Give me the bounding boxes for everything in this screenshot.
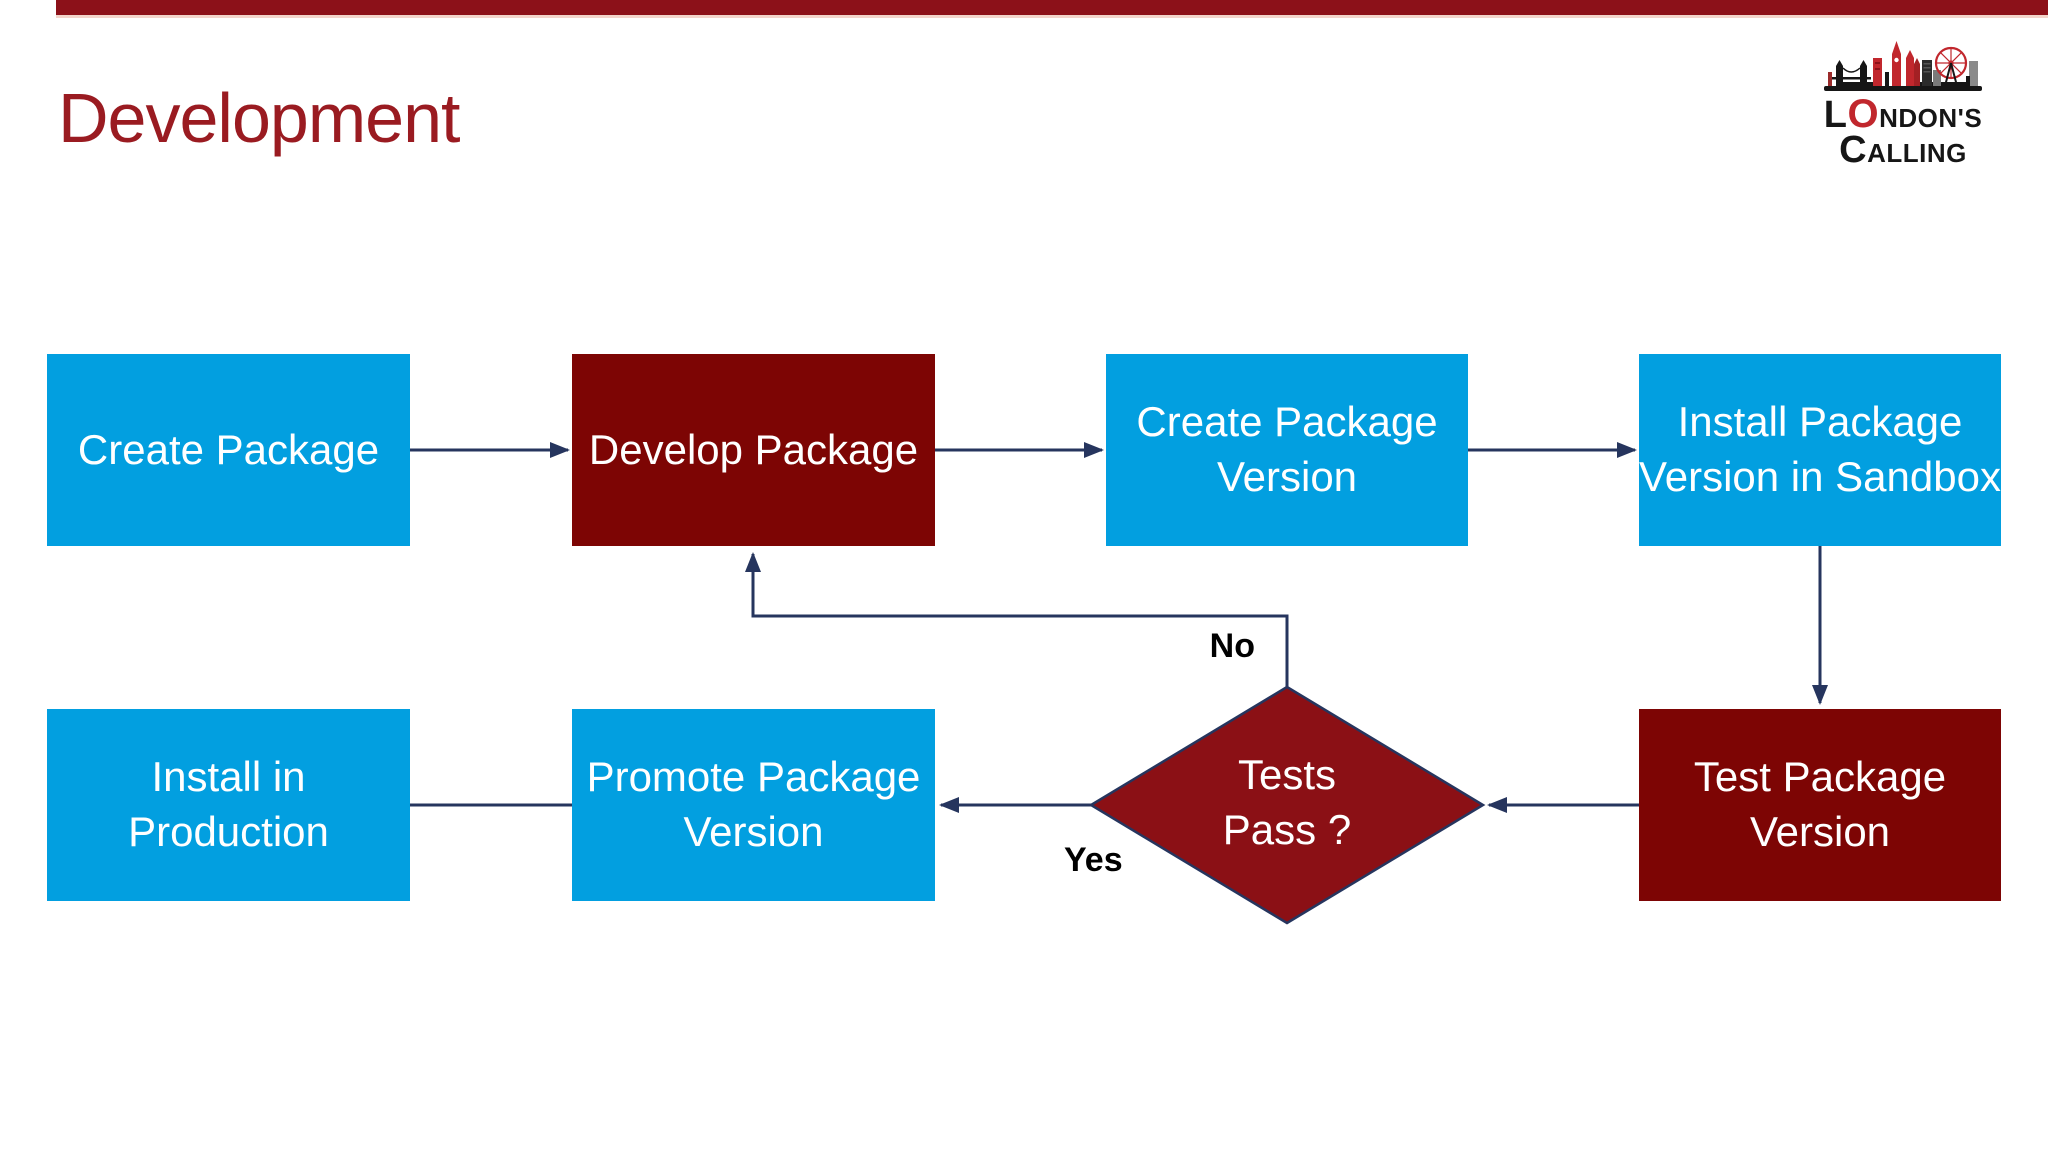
flowchart-node-test-package-version: Test Package Version bbox=[1639, 709, 2001, 901]
logo-line2-rest: ALLING bbox=[1867, 137, 1967, 168]
flowchart-node-tests-pass-shape bbox=[1088, 685, 1486, 925]
edge-decision-no-to-develop bbox=[745, 552, 1289, 687]
logo-text-line2: CALLING bbox=[1818, 131, 1988, 169]
logo-text-line1: LONDON'S bbox=[1818, 94, 1988, 136]
logo-letter-c: C bbox=[1839, 128, 1868, 171]
edge-label-no: No bbox=[1209, 627, 1255, 665]
londons-calling-logo: LONDON'S CALLING bbox=[1818, 36, 1988, 169]
london-skyline-icon bbox=[1824, 41, 1982, 91]
logo-line1-rest: NDON'S bbox=[1879, 103, 1983, 133]
edge-label-yes: Yes bbox=[1064, 841, 1123, 879]
flowchart-node-promote-package-version: Promote Package Version bbox=[572, 709, 935, 901]
top-accent-bar bbox=[56, 0, 2048, 18]
logo-letter-o: O bbox=[1847, 92, 1880, 136]
flowchart-node-install-package-version-in-sandbox: Install Package Version in Sandbox bbox=[1639, 354, 2001, 546]
logo-letter-l: L bbox=[1823, 94, 1848, 136]
flowchart-node-tests-pass-label: Tests Pass ? bbox=[1222, 751, 1352, 853]
flowchart-node-develop-package: Develop Package bbox=[572, 354, 935, 546]
flowchart-node-install-in-production: Install in Production bbox=[47, 709, 410, 901]
flowchart-node-create-package: Create Package bbox=[47, 354, 410, 546]
page-title: Development bbox=[58, 79, 460, 157]
flowchart-node-create-package-version: Create Package Version bbox=[1106, 354, 1468, 546]
